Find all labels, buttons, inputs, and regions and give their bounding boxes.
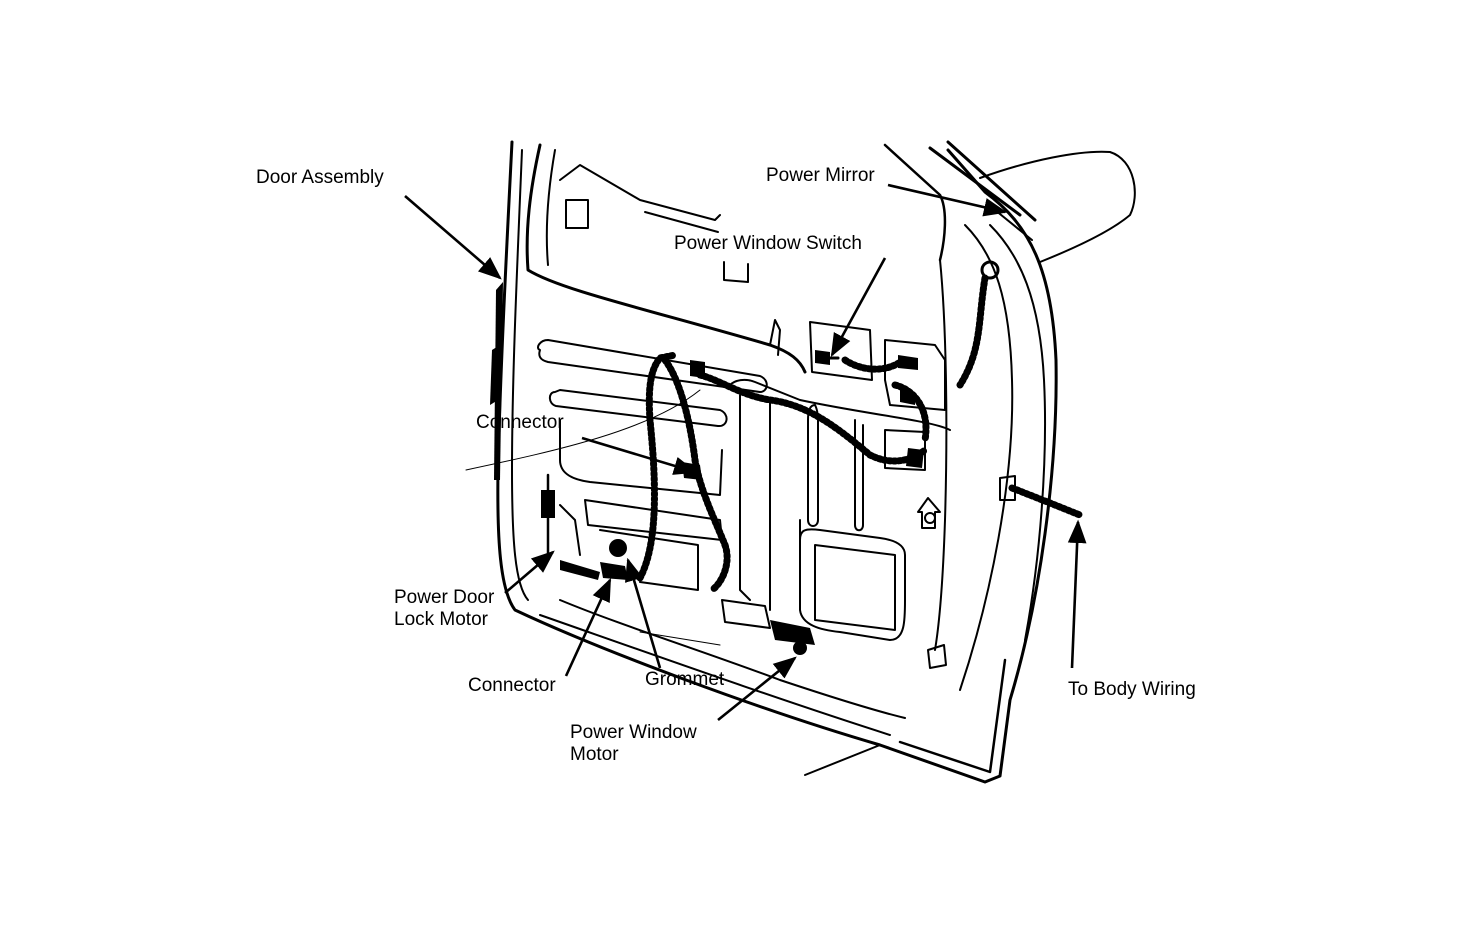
label-door-assembly: Door Assembly [256,167,384,188]
label-to-body-wiring: To Body Wiring [1068,679,1196,700]
callout-labels: Door Assembly Power Mirror Power Window … [256,165,1196,765]
label-power-door-lock-motor-line2: Lock Motor [394,609,489,630]
label-power-window-switch: Power Window Switch [674,233,862,254]
label-power-door-lock-motor-line1: Power Door [394,587,495,608]
leader-power-door-lock-motor [504,550,555,594]
leader-grommet [625,557,662,669]
leader-to-body-wiring [1067,519,1087,669]
leader-power-mirror [887,183,1008,217]
door-illustration [465,140,1136,784]
label-connector-upper: Connector [476,412,564,433]
label-power-mirror: Power Mirror [766,165,875,186]
leader-lines [404,183,1087,722]
label-connector-lower: Connector [468,675,556,696]
leader-power-window-motor [717,656,797,722]
leader-power-window-switch [830,257,887,358]
label-power-window-motor-line2: Motor [570,744,619,765]
leader-connector-upper [581,436,698,475]
leader-connector-lower [564,577,612,677]
label-power-window-motor-line1: Power Window [570,722,697,743]
label-grommet: Grommet [645,669,725,690]
leader-door-assembly [404,195,502,280]
